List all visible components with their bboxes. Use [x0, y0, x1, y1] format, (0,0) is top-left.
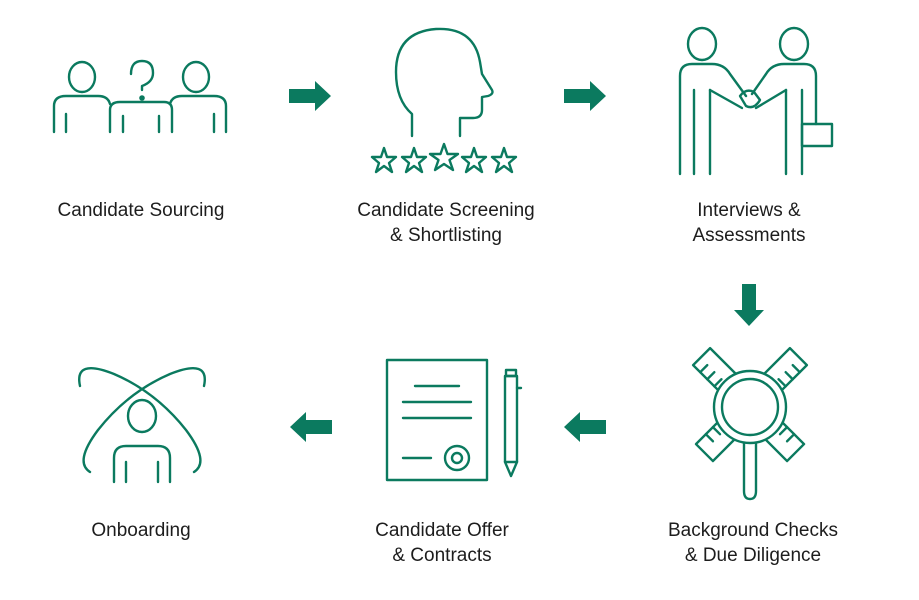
arrow-right-1	[289, 81, 331, 111]
arrow-down	[734, 284, 764, 326]
step-label: Candidate Sourcing	[57, 200, 225, 221]
person-orbit-icon	[74, 358, 210, 484]
head-five-stars-icon	[368, 26, 520, 178]
step-label: Background Checks & Due Diligence	[667, 520, 839, 566]
arrow-left-2	[290, 412, 332, 442]
candidates-question-icon	[50, 58, 230, 136]
contract-pen-icon	[385, 358, 525, 484]
magnifier-rulers-icon	[690, 345, 810, 505]
step-label: Interviews & Assessments	[692, 200, 806, 246]
arrow-left-1	[564, 412, 606, 442]
handshake-icon	[672, 26, 838, 178]
step-label: Onboarding	[91, 520, 191, 541]
step-label: Candidate Screening & Shortlisting	[357, 200, 535, 246]
step-label: Candidate Offer & Contracts	[375, 520, 509, 566]
arrow-right-2	[564, 81, 606, 111]
